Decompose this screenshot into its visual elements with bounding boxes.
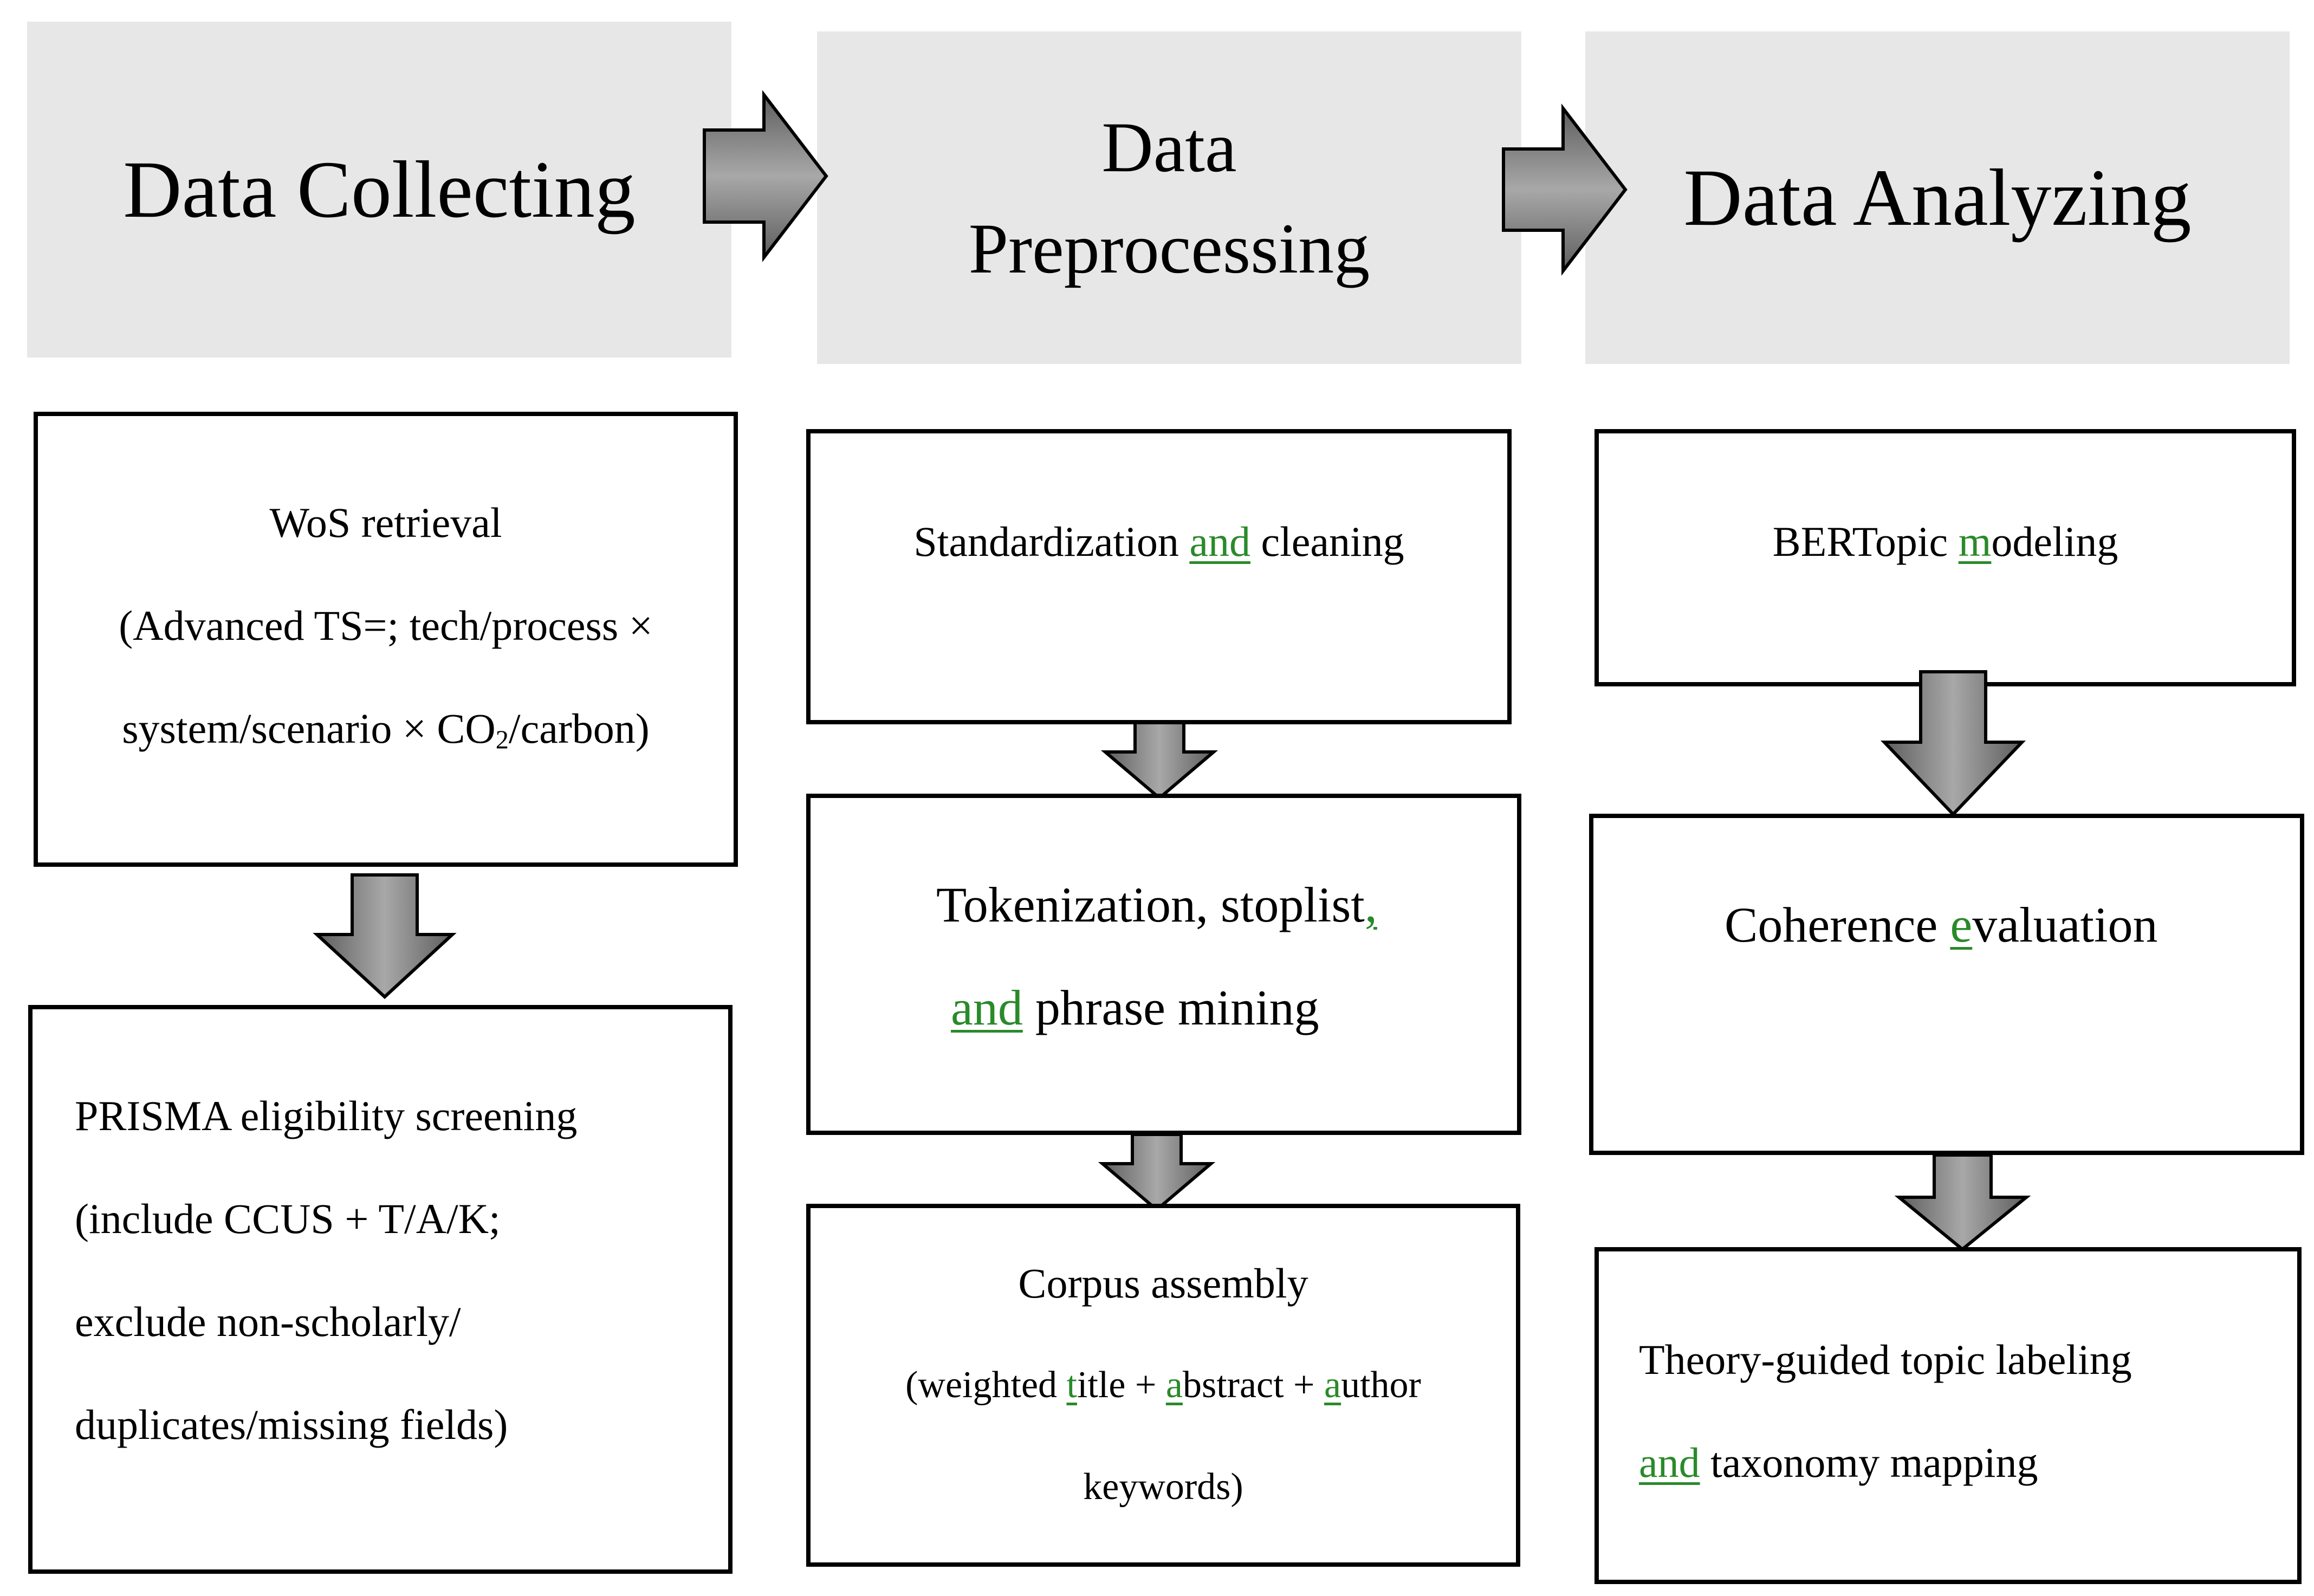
wos-line-3: system/scenario × CO2/carbon) [122, 705, 650, 755]
topic-labeling-text: Theory-guided topic labeling and taxonom… [1639, 1308, 2132, 1514]
down-arrow-icon [1100, 721, 1218, 800]
tokenization-line-2: and phrase mining [951, 980, 1319, 1035]
bertopic-text: BERTopic modeling [1594, 490, 2296, 593]
right-arrow-icon [1502, 103, 1628, 276]
down-arrow-icon [1880, 670, 2026, 817]
prisma-line-2: (include CCUS + T/A/K; [75, 1195, 501, 1242]
prisma-line-3: exclude non-scholarly/ [75, 1298, 461, 1345]
stage-header-analyzing: Data Analyzing [1585, 31, 2290, 364]
stage-title-collecting: Data Collecting [123, 144, 636, 235]
wos-retrieval-text: WoS retrieval (Advanced TS=; tech/proces… [34, 471, 738, 780]
tokenization-text: Tokenization, stoplist, [936, 853, 1377, 956]
tokenization-box [806, 794, 1521, 1135]
coherence-evaluation-box [1589, 814, 2304, 1155]
prisma-screening-box [28, 1005, 733, 1574]
prisma-line-1: PRISMA eligibility screening [75, 1092, 578, 1139]
down-arrow-icon [1098, 1133, 1216, 1212]
tokenization-text-2: and phrase mining [951, 956, 1319, 1059]
stage-title-preprocessing-line2: Preprocessing [968, 209, 1370, 288]
corpus-assembly-box [806, 1204, 1520, 1567]
corpus-line-1: Corpus assembly [1018, 1260, 1308, 1307]
wos-retrieval-box [34, 412, 738, 867]
bertopic-line: BERTopic modeling [1772, 518, 2118, 565]
stage-header-preprocessing: Data Preprocessing [817, 31, 1521, 364]
wos-line-2: (Advanced TS=; tech/process × [119, 602, 653, 649]
coherence-evaluation-text: Coherence evaluation [1725, 873, 2158, 976]
prisma-screening-text: PRISMA eligibility screening (include CC… [75, 1065, 577, 1476]
coherence-line: Coherence evaluation [1725, 897, 2158, 952]
topic-labeling-line-1: Theory-guided topic labeling [1639, 1336, 2132, 1383]
right-arrow-icon [703, 90, 828, 262]
topic-labeling-box [1594, 1247, 2302, 1584]
topic-labeling-line-2: and taxonomy mapping [1639, 1439, 2038, 1486]
stage-title-preprocessing-line1: Data [1101, 107, 1237, 187]
tokenization-line-1: Tokenization, stoplist, [936, 877, 1377, 932]
down-arrow-icon [313, 873, 457, 1000]
standardization-text: Standardization and cleaning [806, 490, 1512, 593]
down-arrow-icon [1894, 1153, 2031, 1251]
prisma-line-4: duplicates/missing fields) [75, 1401, 508, 1448]
wos-line-1: WoS retrieval [269, 499, 502, 546]
bertopic-box [1594, 429, 2296, 686]
stage-header-collecting: Data Collecting [27, 22, 731, 358]
corpus-assembly-text: Corpus assembly (weighted title + abstra… [806, 1232, 1520, 1538]
corpus-line-2: (weighted title + abstract + author [905, 1364, 1421, 1406]
stage-title-analyzing: Data Analyzing [1683, 152, 2192, 243]
stage-title-preprocessing: Data Preprocessing [969, 96, 1370, 300]
standardization-line: Standardization and cleaning [913, 518, 1404, 565]
corpus-line-3: keywords) [1083, 1466, 1243, 1508]
